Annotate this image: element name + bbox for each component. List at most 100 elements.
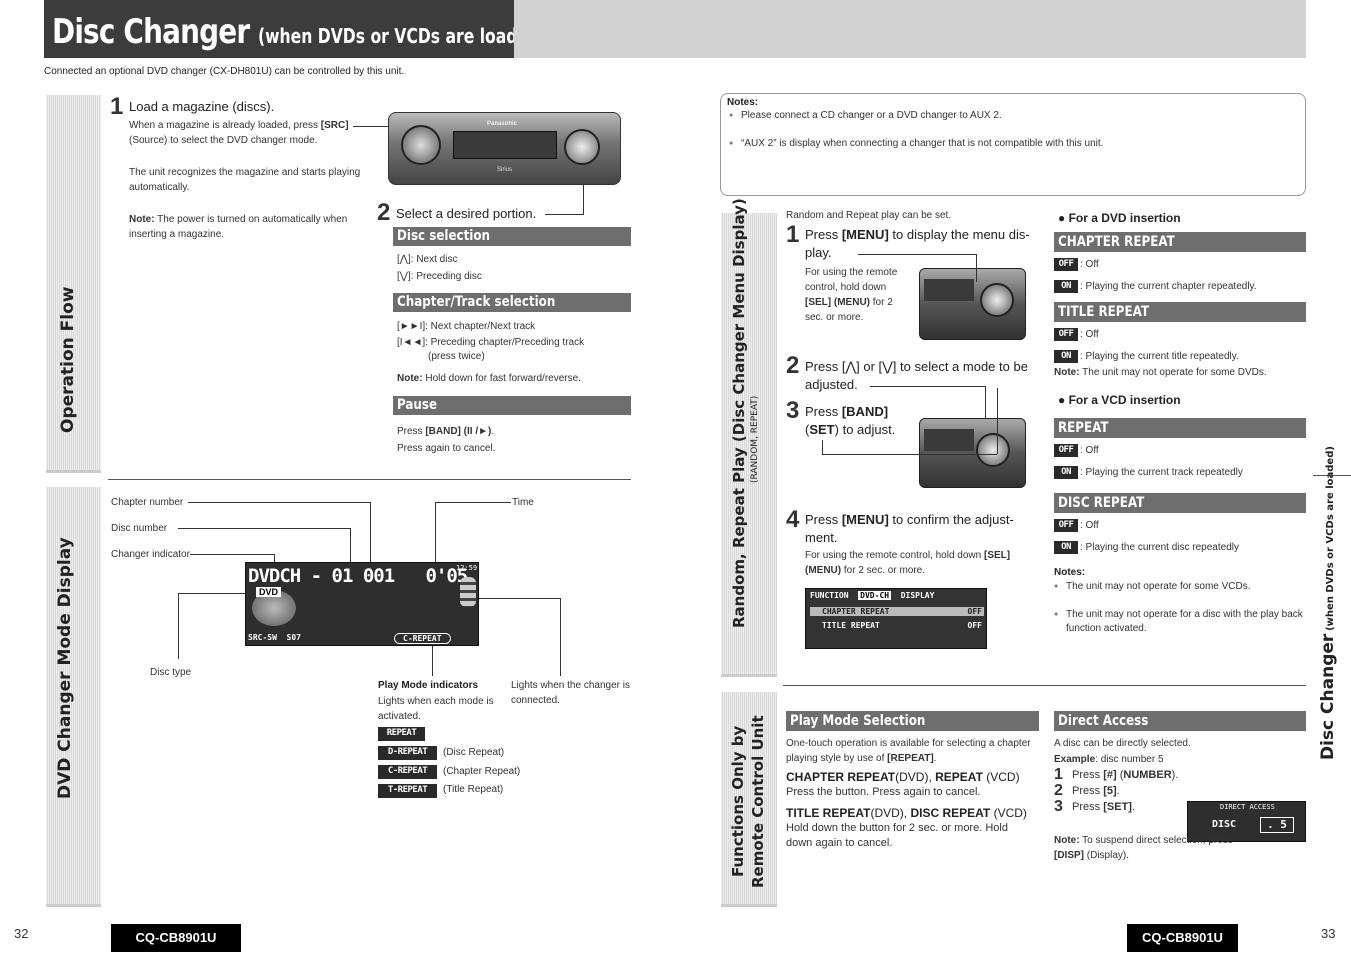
step-title: Select a desired portion. (396, 206, 537, 221)
step-number: 3 (786, 397, 800, 424)
on-indicator: ON (1054, 280, 1078, 293)
step-number: 1 (1054, 766, 1063, 783)
random-intro: Random and Repeat play can be set. (786, 210, 952, 221)
play-mode-line-2-desc: Hold down the button for 2 sec. or more.… (786, 822, 1008, 849)
leader-line (274, 554, 275, 566)
leader-line (560, 598, 561, 676)
note-item: The unit may not operate for some VCDs. (1054, 580, 1306, 594)
section-bar-title-repeat: TITLE REPEAT (1054, 302, 1306, 322)
off-indicator: OFF (1054, 258, 1078, 271)
note-item: The unit may not operate for a disc with… (1054, 608, 1306, 636)
menu-lcd-header: FUNCTION DVD-CH DISPLAY (810, 591, 935, 600)
leader-line (985, 386, 986, 440)
label-chapter-number: Chapter number (111, 497, 184, 508)
direct-step-2: Press [5]. (1072, 785, 1120, 797)
lcd-dvd-badge: DVD (256, 587, 282, 597)
tab-remote-only-line1: Functions Only by (729, 725, 747, 877)
tab-remote-only: Functions Only by Remote Control Unit (721, 692, 777, 907)
direct-intro: A disc can be directly selected. (1054, 738, 1191, 749)
step-title: Load a magazine (discs). (129, 99, 275, 114)
lcd-repeat-indicator: C-REPEAT (394, 633, 451, 644)
direct-lcd-value: . 5 (1260, 817, 1294, 833)
leader-line (178, 528, 350, 529)
direct-step-3: Press [SET]. (1072, 801, 1135, 813)
head-unit-display (924, 279, 974, 301)
section-bar-direct-access: Direct Access (1054, 711, 1306, 731)
sirius-logo: Sirius (497, 167, 513, 173)
leader-line (178, 593, 248, 594)
off-text: : Off (1080, 259, 1099, 270)
off-text: : Off (1080, 329, 1099, 340)
leader-line (178, 593, 179, 659)
indicator-chapter-repeat-label: (Chapter Repeat) (443, 766, 521, 777)
head-unit-image: Panasonic Sirius (388, 112, 621, 185)
model-badge-left: CQ-CB8901U (111, 924, 241, 952)
tab-random-repeat-sub: (RANDOM, REPEAT) (750, 395, 760, 483)
control-dial (980, 283, 1014, 317)
step-number: 2 (377, 199, 391, 226)
head-unit-image (919, 268, 1026, 340)
head-unit-display (924, 429, 974, 451)
chapter-prev-text: [I◄◄]: Preceding chapter/Preceding track (397, 337, 585, 348)
play-mode-line-2: TITLE REPEAT(DVD), DISC REPEAT (VCD) (786, 806, 1027, 820)
on-indicator: ON (1054, 350, 1078, 363)
tab-remote-only-line2: Remote Control Unit (749, 715, 767, 888)
tab-dvd-display: DVD Changer Mode Display (46, 487, 101, 907)
indicator-disc-repeat: D-REPEAT (378, 746, 437, 760)
tab-operation-flow-label: Operation Flow (58, 286, 78, 433)
pause-text-2: Press again to cancel. (397, 443, 496, 454)
lcd-display: DVDCH - 01 001 0'05 12:59 DVD SRC-SW S07… (245, 562, 479, 646)
pause-text: Press [BAND] (II /►). (397, 426, 495, 437)
chapter-note: Note: Hold down for fast forward/reverse… (397, 373, 581, 384)
direct-access-lcd: DIRECT ACCESS DISC . 5 (1187, 801, 1306, 842)
repeat-notes-label: Notes: (1054, 567, 1086, 578)
page-number-left: 32 (14, 926, 29, 941)
step-number: 2 (786, 352, 800, 379)
section-bar-repeat: REPEAT (1054, 418, 1306, 438)
off-indicator: OFF (1054, 328, 1078, 341)
step-text: Press [MENU] to confirm the adjust-ment. (805, 512, 1014, 545)
section-bar-chapter-repeat: CHAPTER REPEAT (1054, 232, 1306, 252)
brand-logo: Panasonic (487, 121, 518, 127)
head-unit-display (453, 131, 557, 159)
indicator-title-repeat: T-REPEAT (378, 784, 437, 798)
off-indicator: OFF (1054, 444, 1078, 457)
leader-line (432, 644, 433, 676)
play-mode-title: Play Mode indicators (378, 680, 479, 691)
step-number: 1 (786, 221, 800, 248)
page-title-sub: (when DVDs or VCDs are loaded) (258, 24, 547, 48)
off-indicator: OFF (1054, 519, 1078, 532)
play-mode-line-1-desc: Press the button. Press again to cancel. (786, 786, 981, 798)
disc-next-text: [⋀]: Next disc (397, 254, 458, 265)
repeat-on-text: : Playing the current track repeatedly (1080, 467, 1243, 478)
leader-line (583, 185, 584, 215)
label-disc-number: Disc number (111, 523, 168, 534)
direct-lcd-top: DIRECT ACCESS (1220, 803, 1275, 811)
step-number: 3 (1054, 798, 1063, 815)
model-badge-right: CQ-CB8901U (1127, 924, 1238, 952)
leader-line (350, 528, 351, 566)
head-unit-image (919, 418, 1026, 488)
tab-dvd-display-label: DVD Changer Mode Display (55, 537, 75, 799)
chapter-prev-text-2: (press twice) (428, 351, 485, 362)
step-text: When a magazine is already loaded, press… (129, 120, 349, 146)
step-number: 4 (786, 506, 800, 533)
leader-line (822, 440, 823, 454)
step-number: 1 (110, 93, 124, 120)
play-mode-text: Lights when each mode is activated. (378, 696, 494, 722)
title-on-text: : Playing the current title repeatedly. (1080, 351, 1239, 362)
changer-lights-text: Lights when the changer is connected. (511, 680, 630, 706)
leader-line (976, 254, 977, 282)
on-indicator: ON (1054, 466, 1078, 479)
control-dial (564, 129, 600, 165)
leader-line (188, 502, 370, 503)
indicator-title-repeat-label: (Title Repeat) (443, 784, 504, 795)
step-text: Press [BAND](SET) to adjust. (805, 404, 896, 437)
step-text: The unit recognizes the magazine and sta… (129, 167, 361, 193)
on-indicator: ON (1054, 541, 1078, 554)
leader-line (870, 386, 985, 387)
off-text: : Off (1080, 520, 1099, 531)
